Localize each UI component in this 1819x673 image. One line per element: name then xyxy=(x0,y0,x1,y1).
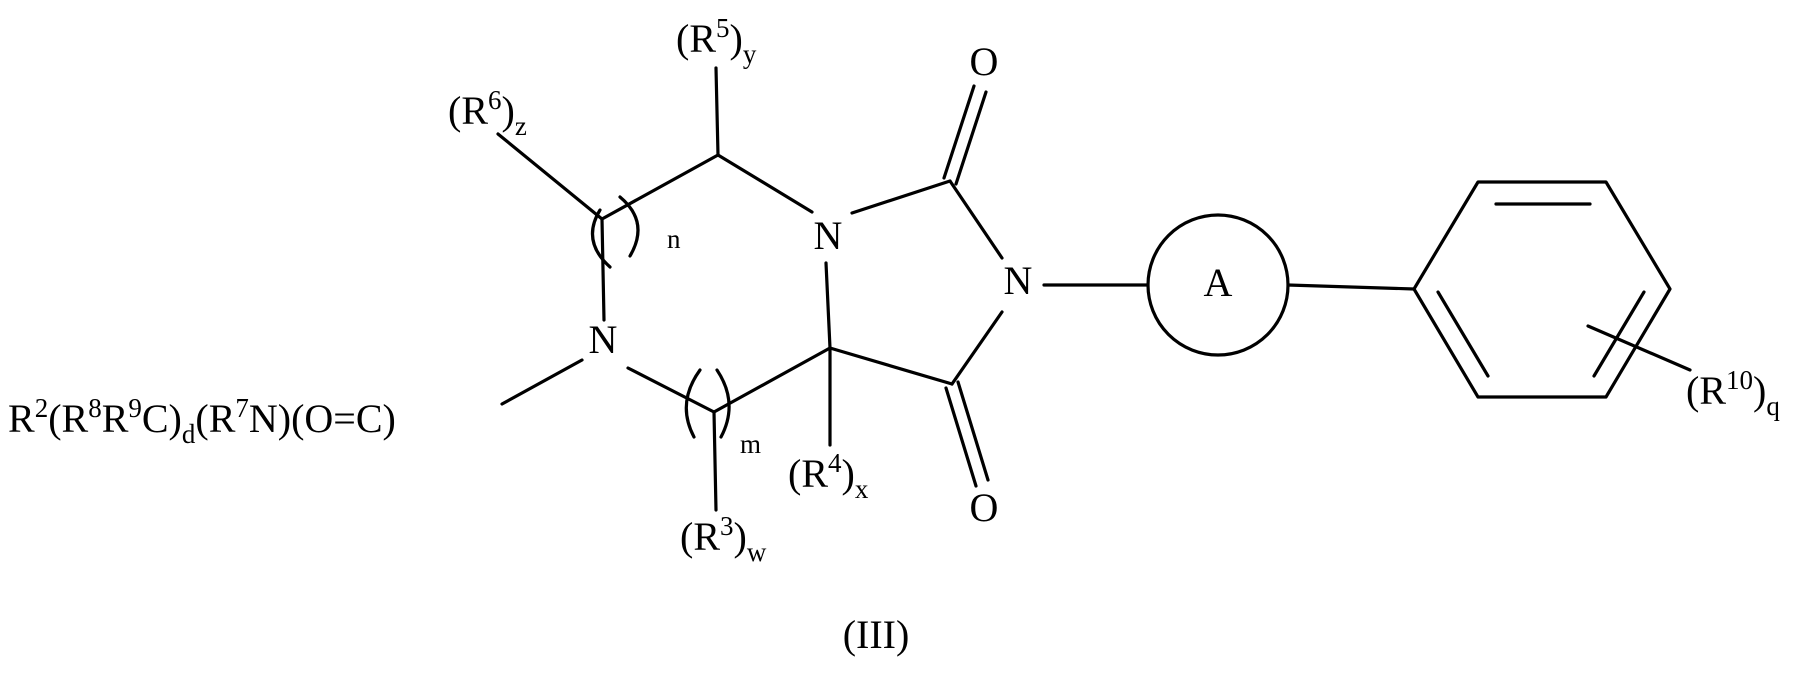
r3-sup: 3 xyxy=(720,511,734,541)
double-bond-bottom-1 xyxy=(946,388,976,486)
r4-close: ) xyxy=(842,451,855,496)
double-bond-bottom-2 xyxy=(958,382,988,480)
bond-ring-n-to-bottom xyxy=(628,368,714,412)
r6-close: ) xyxy=(502,88,515,133)
side-chain-d-sub: d xyxy=(182,419,196,449)
bond-ring-top xyxy=(602,155,718,219)
bond-junction-to-n xyxy=(826,263,830,348)
bond-r5 xyxy=(716,68,718,155)
phenyl-inner-bond-left xyxy=(1438,292,1488,376)
atom-o-top: O xyxy=(970,39,999,84)
atom-n-ring-top: N xyxy=(814,213,843,258)
substituent-r4: (R4)x xyxy=(788,448,869,504)
bonds xyxy=(498,68,1690,510)
index-n: n xyxy=(667,224,681,254)
phenyl-inner-bond-right xyxy=(1594,292,1644,376)
bond-ring-top-to-n xyxy=(718,155,812,212)
bond-side-chain xyxy=(502,360,582,404)
side-chain-paren-1-close: C) xyxy=(142,396,182,441)
r4-sup: 4 xyxy=(828,448,842,478)
r5-close: ) xyxy=(730,16,743,61)
compound-label: (III) xyxy=(843,612,910,657)
r6-sup: 6 xyxy=(488,85,502,115)
bond-carbonyl-bottom-to-junction xyxy=(830,348,952,384)
phenyl-ring xyxy=(1414,182,1670,397)
r6-sub: z xyxy=(515,111,527,141)
bond-n-to-carbonyl-bottom xyxy=(952,312,1002,384)
r5-sub: y xyxy=(743,39,757,69)
r3-close: ) xyxy=(734,514,747,559)
r4-sub: x xyxy=(855,474,869,504)
atom-n-imide: N xyxy=(1004,258,1033,303)
r3-sub: w xyxy=(747,537,767,567)
substituent-r3: (R3)w xyxy=(680,511,767,567)
atom-n-ring-left: N xyxy=(589,317,618,362)
side-chain-r8-sup: 8 xyxy=(88,393,102,423)
r10-close: ) xyxy=(1753,368,1766,413)
side-chain-r9-sup: 9 xyxy=(128,393,142,423)
substituent-r5: (R5)y xyxy=(676,13,757,69)
r4-open: (R xyxy=(788,451,828,496)
side-chain-r9: R xyxy=(102,396,129,441)
side-chain-label: R2(R8R9C)d(R7N)(O=C) xyxy=(8,393,396,449)
r10-open: (R xyxy=(1686,368,1726,413)
index-m: m xyxy=(740,429,761,459)
side-chain-r7-sup: 7 xyxy=(235,393,249,423)
bond-ring-left-upper xyxy=(602,219,604,320)
bond-carbonyl-top-to-n xyxy=(950,181,1002,258)
r10-sup: 10 xyxy=(1726,365,1753,395)
substituent-r10: (R10)q xyxy=(1686,365,1780,421)
substituent-r6: (R6)z xyxy=(448,85,527,141)
r10-sub: q xyxy=(1766,391,1780,421)
r5-open: (R xyxy=(676,16,716,61)
r6-open: (R xyxy=(448,88,488,133)
bond-ring-a-to-phenyl xyxy=(1288,285,1414,289)
bond-r6 xyxy=(498,134,602,219)
bond-ring-bottom-to-junction xyxy=(714,348,830,412)
side-chain-r2-sup: 2 xyxy=(35,393,49,423)
bond-r3 xyxy=(714,412,716,510)
ring-a-label: A xyxy=(1204,260,1233,305)
side-chain-paren-2-close: N)(O=C) xyxy=(249,396,396,441)
atom-o-bottom: O xyxy=(970,485,999,530)
r5-sup: 5 xyxy=(716,13,730,43)
r3-open: (R xyxy=(680,514,720,559)
side-chain-paren-2: (R xyxy=(195,396,235,441)
bond-n-to-carbonyl-top xyxy=(852,181,950,213)
double-bond-top-2 xyxy=(956,92,986,184)
side-chain-paren-1: (R xyxy=(48,396,88,441)
double-bond-top-1 xyxy=(944,86,974,178)
side-chain-r2: R xyxy=(8,396,35,441)
